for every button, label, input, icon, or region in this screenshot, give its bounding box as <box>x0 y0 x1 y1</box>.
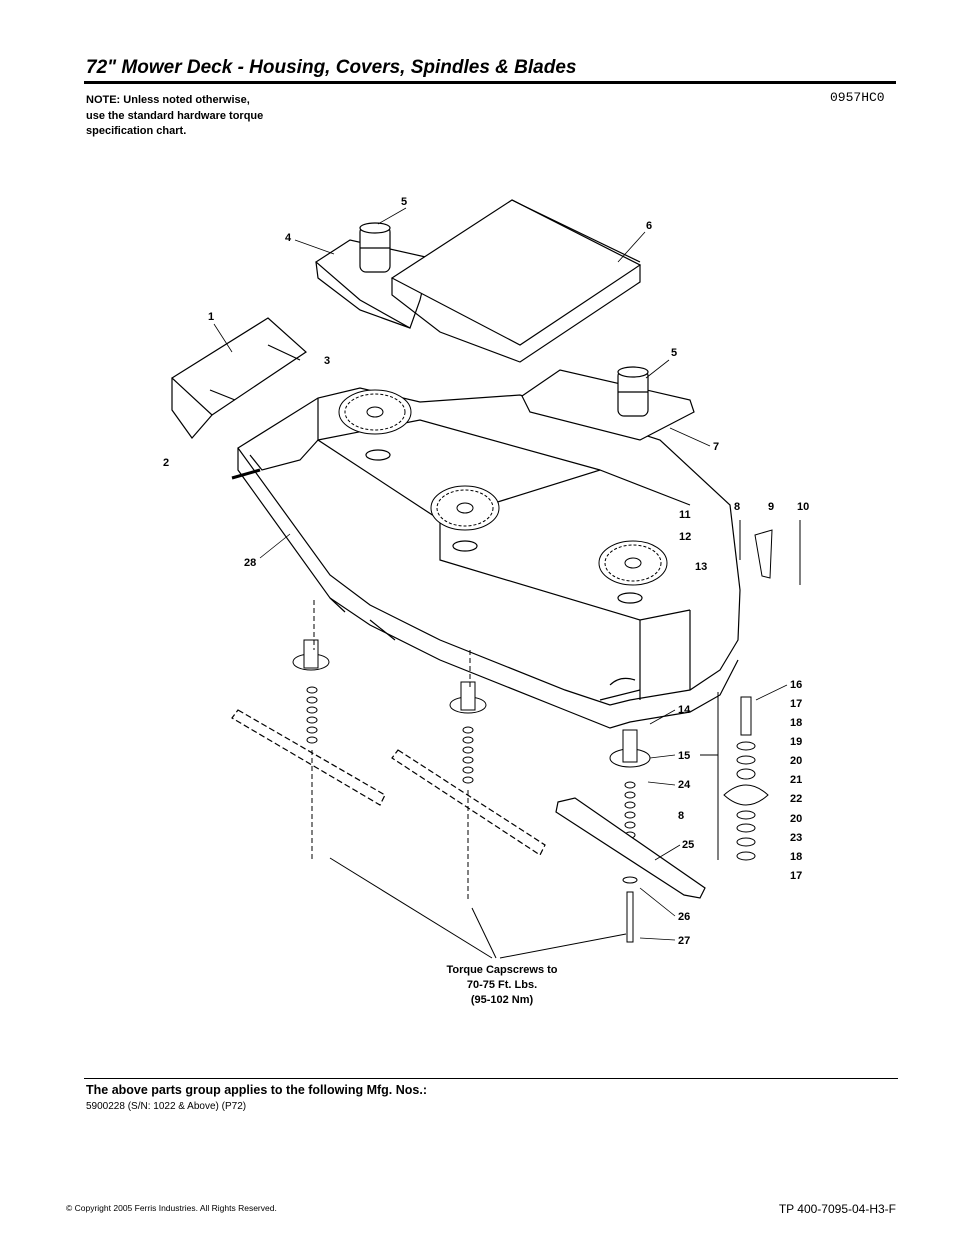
mfg-numbers: 5900228 (S/N: 1022 & Above) (P72) <box>86 1101 247 1112</box>
callout: 17 <box>790 698 802 710</box>
callout: 27 <box>678 935 690 947</box>
title-rule <box>84 81 896 84</box>
pulley-left <box>338 389 412 435</box>
figure-code: 0957HC0 <box>830 90 885 105</box>
callout: 21 <box>790 774 802 786</box>
spindle-cover-right <box>521 369 695 441</box>
spindle-right <box>609 729 651 768</box>
callout: 14 <box>678 704 691 716</box>
callout: 3 <box>324 355 330 367</box>
spacer-stack <box>462 726 474 900</box>
callout: 28 <box>244 557 256 569</box>
callout: 9 <box>768 501 774 513</box>
spindle-exploded-detail <box>700 692 769 861</box>
callout: 6 <box>646 220 652 232</box>
pulley-right <box>598 540 668 586</box>
spacer-stack <box>306 686 318 860</box>
footer-rule <box>84 1078 898 1079</box>
callout: 1 <box>208 311 214 323</box>
callout-leaders <box>213 207 788 941</box>
torque-callout-note: Torque Capscrews to 70-75 Ft. Lbs. (95-1… <box>432 963 572 1008</box>
callout: 16 <box>790 679 802 691</box>
callout: 5 <box>401 196 407 208</box>
callout: 18 <box>790 851 802 863</box>
callout: 10 <box>797 501 809 513</box>
callout: 13 <box>695 561 707 573</box>
blade-right <box>555 797 706 899</box>
callout: 18 <box>790 717 802 729</box>
deck-housing <box>231 387 741 729</box>
note-line: use the standard hardware torque <box>86 109 264 122</box>
note-line: NOTE: Unless noted otherwise, <box>86 94 250 106</box>
callout: 17 <box>790 870 802 882</box>
torque-leader-lines <box>329 857 627 959</box>
callout: 19 <box>790 736 802 748</box>
callout: 20 <box>790 755 802 767</box>
pulley-center <box>430 485 500 531</box>
callout: 11 <box>679 509 691 521</box>
spindle-cover-left <box>315 239 431 329</box>
spindle-center <box>449 650 487 714</box>
callout: 20 <box>790 813 802 825</box>
callout: 24 <box>678 779 691 791</box>
copyright-notice: © Copyright 2005 Ferris Industries. All … <box>66 1203 277 1213</box>
callout: 7 <box>713 441 719 453</box>
callout: 23 <box>790 832 802 844</box>
height-adjust-parts <box>739 520 801 585</box>
callout: 15 <box>678 750 690 762</box>
note-line: specification chart. <box>86 125 187 137</box>
blade-left-dashed <box>231 709 386 806</box>
callout: 25 <box>682 839 694 851</box>
applies-heading: The above parts group applies to the fol… <box>86 1083 427 1097</box>
torque-note: NOTE: Unless noted otherwise, use the st… <box>86 93 306 140</box>
rubber-bumper <box>359 222 391 273</box>
callout: 22 <box>790 793 802 805</box>
rubber-bumper <box>617 366 649 417</box>
callout: 12 <box>679 531 691 543</box>
center-deck-cover <box>390 199 642 363</box>
callout: 26 <box>678 911 690 923</box>
callout-labels: 1 2 3 4 5 5 6 7 8 8 9 10 11 12 13 14 15 … <box>163 196 809 947</box>
spindle-left <box>292 600 330 671</box>
callout: 8 <box>678 810 684 822</box>
callout: 4 <box>285 232 292 244</box>
left-belt-cover <box>171 317 307 439</box>
torque-line: (95-102 Nm) <box>470 994 534 1006</box>
torque-line: 70-75 Ft. Lbs. <box>466 979 538 991</box>
callout: 2 <box>163 457 169 469</box>
callout: 5 <box>671 347 677 359</box>
callout: 8 <box>734 501 740 513</box>
document-number: TP 400-7095-04-H3-F <box>778 1202 896 1216</box>
torque-line: Torque Capscrews to <box>446 964 558 976</box>
page-title: 72" Mower Deck - Housing, Covers, Spindl… <box>86 57 577 78</box>
